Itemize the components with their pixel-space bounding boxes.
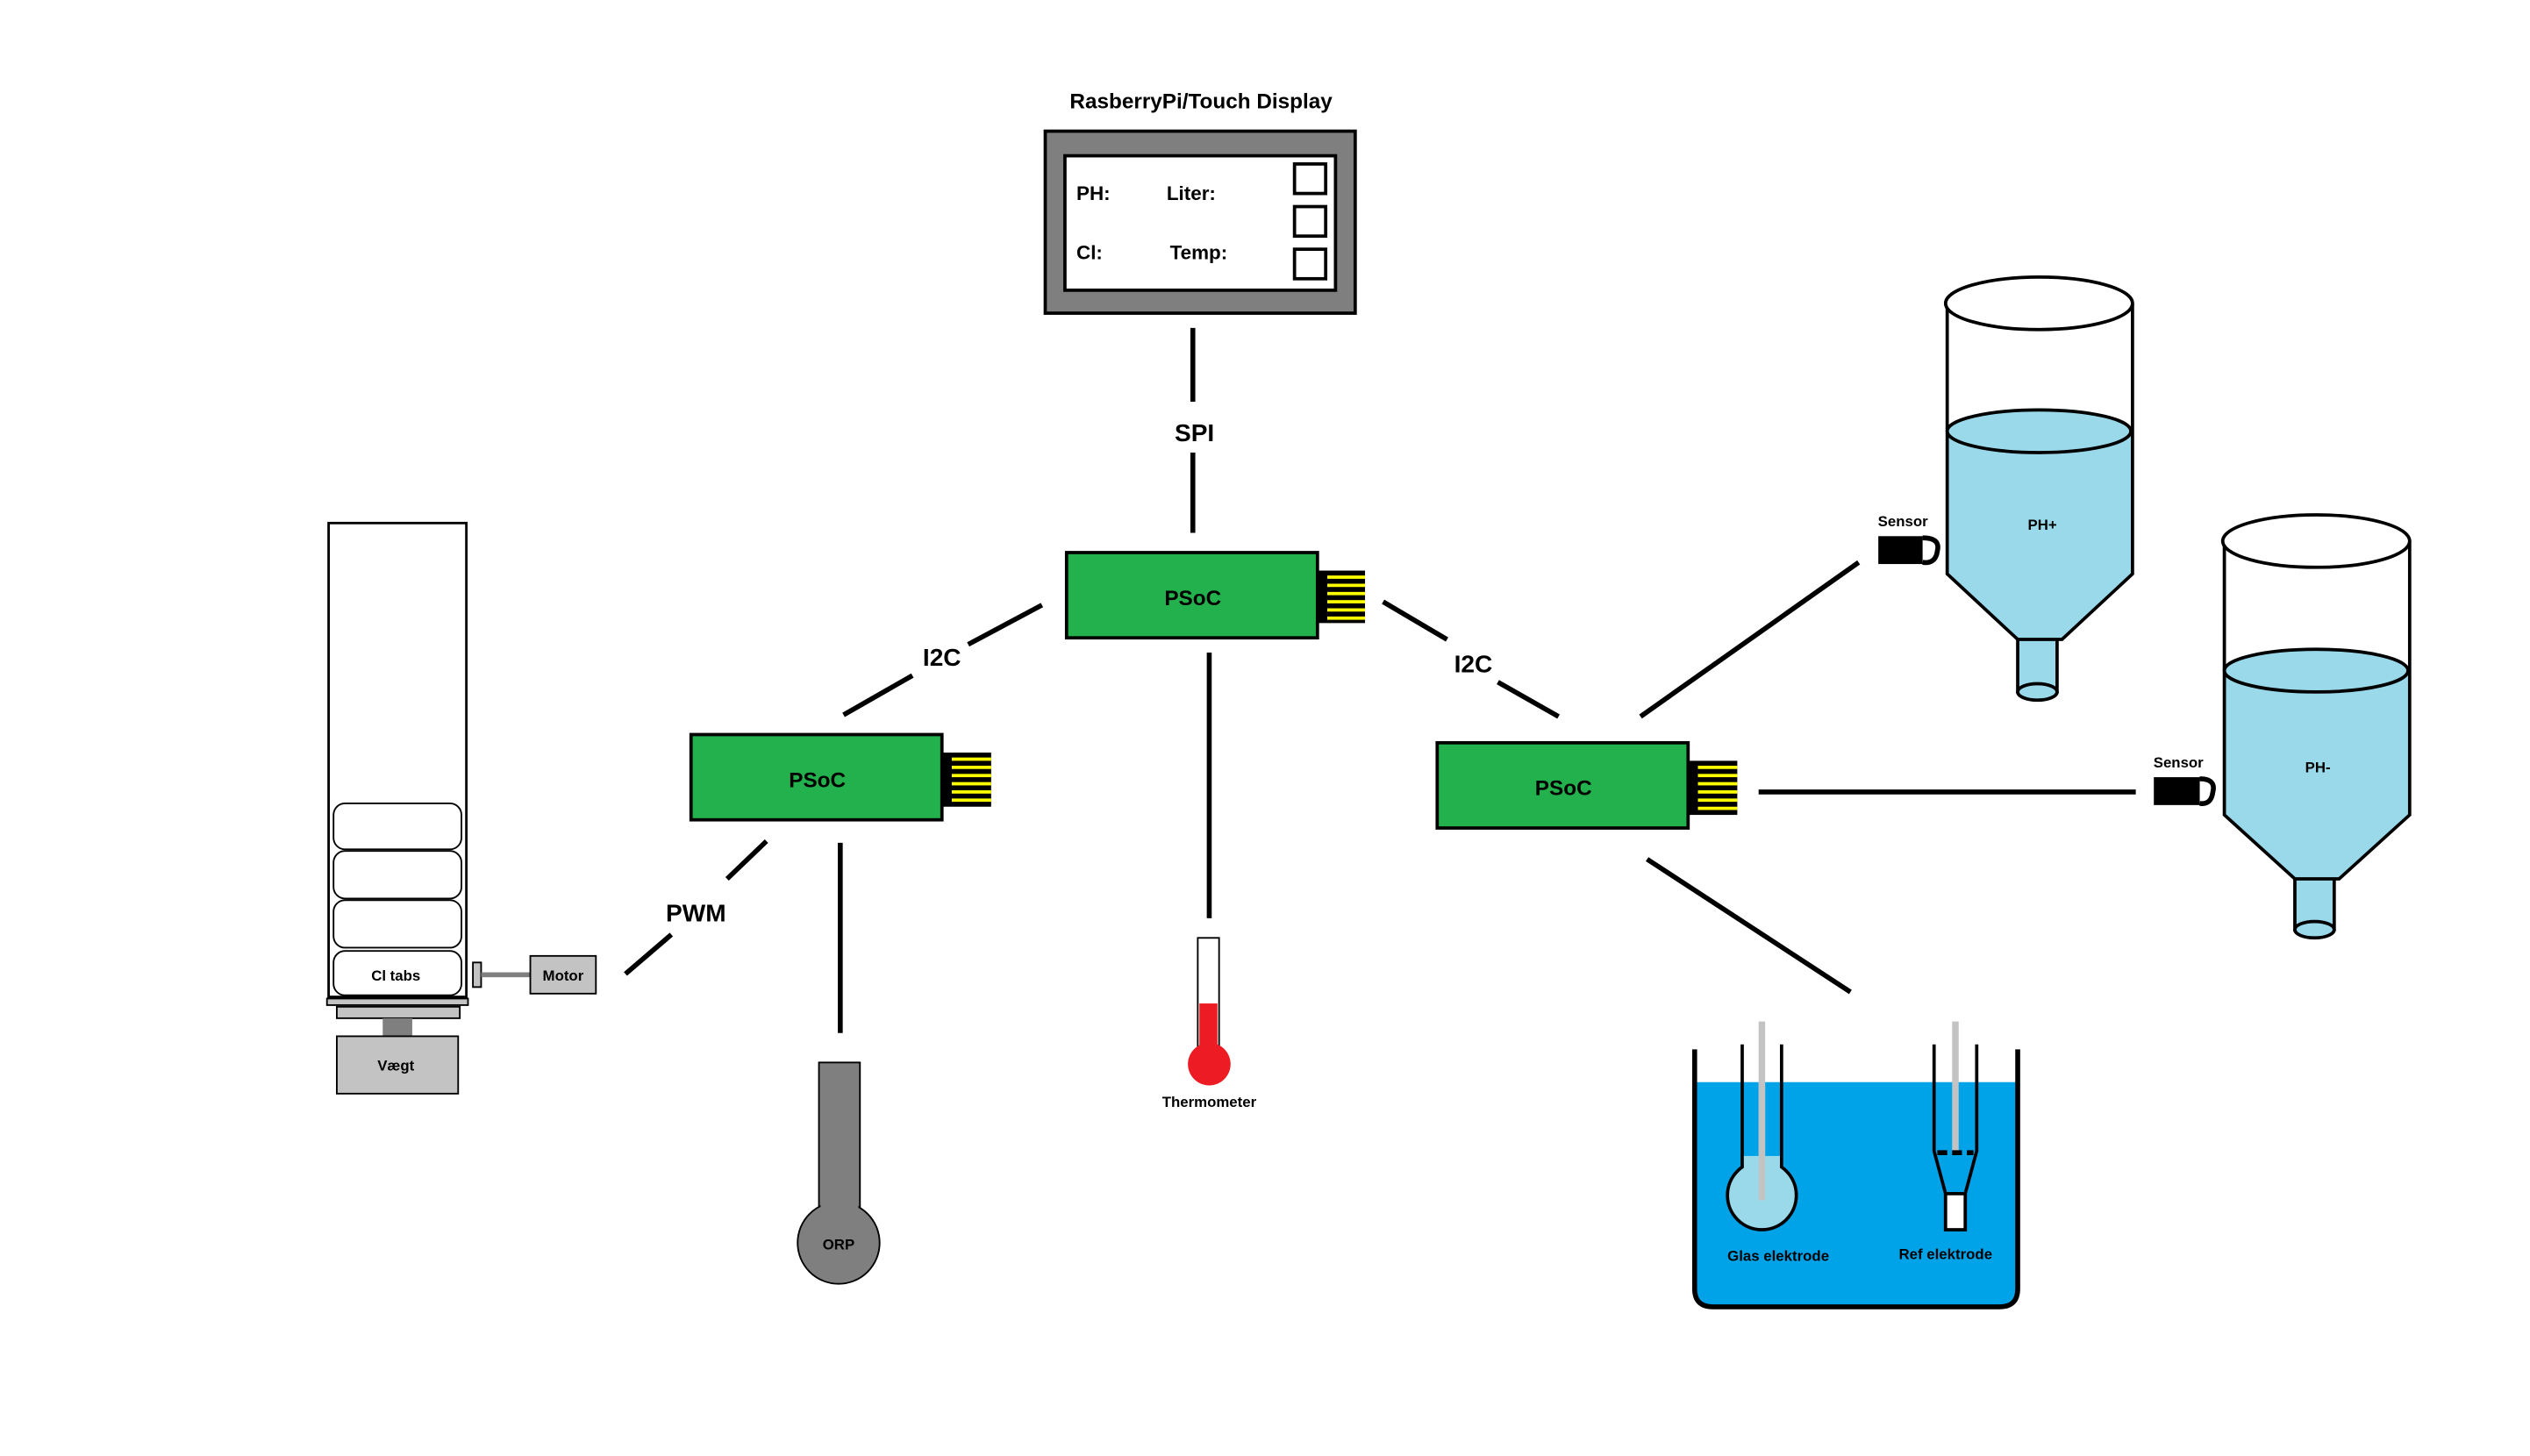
ph-label: PH: <box>1076 182 1111 204</box>
psoc-top: PSoC <box>1064 551 1366 640</box>
ph-plus-liquid-surface <box>1945 408 2133 454</box>
ph-minus-sensor-label: Sensor <box>2154 754 2204 771</box>
motor-body <box>529 954 597 995</box>
cl-tab-4 <box>332 950 462 996</box>
psoc-left: PSoC <box>689 732 991 822</box>
glass-electrode-tube <box>1740 1044 1783 1167</box>
i2c-left-line-lower <box>842 673 914 717</box>
ph-plus-outlet-rim <box>2016 682 2059 703</box>
ph-minus-tank: PH- <box>2220 513 2412 940</box>
psoc-top-connector <box>1317 570 1366 624</box>
beaker-walls <box>1691 1049 2020 1310</box>
ph-minus-sensor-body <box>2154 777 2200 805</box>
ref-electrode-label: Ref elektrode <box>1899 1246 1993 1263</box>
psoc-top-label: PSoC <box>1164 587 1221 610</box>
ph-minus-liquid-surface <box>2222 647 2410 694</box>
scale-label: Vægt <box>377 1058 414 1074</box>
i2c-left-label: I2C <box>923 644 961 671</box>
temp-label: Temp: <box>1170 241 1228 263</box>
motor-shaft-cap <box>472 961 482 989</box>
display-title: RasberryPi/Touch Display <box>1069 89 1333 113</box>
motor-shaft <box>481 972 531 978</box>
ref-electrode: Ref elektrode <box>1899 1021 1993 1263</box>
i2c-right-label: I2C <box>1454 650 1493 677</box>
electrode-beaker: Glas elektrode Ref elektrode <box>1691 1021 2020 1310</box>
i2c-right-line-upper <box>1382 599 1448 642</box>
thermometer-bulb <box>1188 1042 1231 1086</box>
doser-base-plate <box>325 997 469 1006</box>
ph-minus-label: PH- <box>2305 759 2331 775</box>
scale-body <box>336 1035 460 1095</box>
psoc-top-board <box>1064 551 1319 640</box>
thermometer-label: Thermometer <box>1162 1094 1257 1110</box>
ph-plus-sensor: Sensor <box>1878 513 1940 566</box>
connections <box>624 327 2136 1033</box>
psoc-right-pins <box>1697 765 1738 810</box>
spi-label: SPI <box>1175 419 1214 446</box>
psoc-left-pins <box>951 757 991 803</box>
doser-tray <box>336 1005 461 1019</box>
psoc-right-board <box>1435 740 1690 830</box>
ref-electrode-tip <box>1943 1192 1968 1231</box>
psoc-left-board <box>689 732 944 822</box>
thermometer: Thermometer <box>1162 937 1257 1110</box>
ph-minus-sensor-handle <box>2199 776 2216 806</box>
psoc-top-pins <box>1327 575 1366 620</box>
liter-label: Liter: <box>1167 182 1216 204</box>
glass-electrode-label: Glas elektrode <box>1727 1248 1829 1265</box>
scale-stem <box>382 1017 412 1037</box>
ph-plus-label: PH+ <box>2027 517 2056 533</box>
ph-plus-sensor-line <box>1639 560 1861 719</box>
glass-electrode: Glas elektrode <box>1726 1021 1829 1265</box>
raspberry-pi-display: RasberryPi/Touch Display PH: Liter: Cl: … <box>1043 89 1357 315</box>
display-checkbox-1[interactable] <box>1292 162 1328 196</box>
display-checkbox-2[interactable] <box>1292 204 1328 239</box>
display-screen <box>1063 153 1338 292</box>
cl-label: Cl: <box>1076 241 1103 263</box>
ph-plus-liquid <box>1947 431 2133 640</box>
pwm-label: PWM <box>666 900 726 927</box>
psoc-right-connector <box>1688 760 1738 816</box>
cl-tab-1 <box>332 803 462 851</box>
ref-electrode-rod <box>1952 1021 1959 1153</box>
i2c-right-line-lower <box>1497 680 1561 719</box>
chlorine-doser: Cl tabs Vægt Motor <box>325 521 597 1095</box>
display-checkbox-3[interactable] <box>1292 247 1328 281</box>
psoc-right: PSoC <box>1435 740 1738 830</box>
cl-tab-3 <box>332 899 462 949</box>
ph-plus-walls <box>1945 303 2134 641</box>
orp-label: ORP <box>823 1236 854 1253</box>
ph-plus-sensor-handle <box>1922 535 1940 566</box>
ph-plus-top-rim <box>1943 275 2134 332</box>
ph-minus-top-rim <box>2220 513 2412 569</box>
ph-minus-walls <box>2222 540 2412 881</box>
beaker-water <box>1696 1081 2017 1307</box>
pwm-line-upper <box>725 839 768 881</box>
ph-plus-tank: PH+ <box>1943 275 2134 703</box>
ph-minus-liquid <box>2224 670 2410 879</box>
cl-tabs-label: Cl tabs <box>371 967 420 984</box>
cl-tab-2 <box>332 850 462 900</box>
psoc-right-label: PSoC <box>1535 777 1592 801</box>
pwm-line-lower <box>624 932 674 976</box>
psoc-left-connector <box>941 753 991 807</box>
ph-plus-sensor-body <box>1878 536 1923 565</box>
ph-minus-sensor: Sensor <box>2154 754 2216 806</box>
psoc-left-label: PSoC <box>789 768 846 792</box>
ph-minus-outlet-rim <box>2293 919 2336 940</box>
ph-plus-sensor-label: Sensor <box>1878 513 1928 530</box>
i2c-left-line-upper <box>967 603 1044 647</box>
orp-probe: ORP <box>797 1061 881 1285</box>
electrode-line <box>1646 857 1852 995</box>
orp-probe-shaft <box>818 1061 861 1219</box>
motor-label: Motor <box>543 967 584 984</box>
